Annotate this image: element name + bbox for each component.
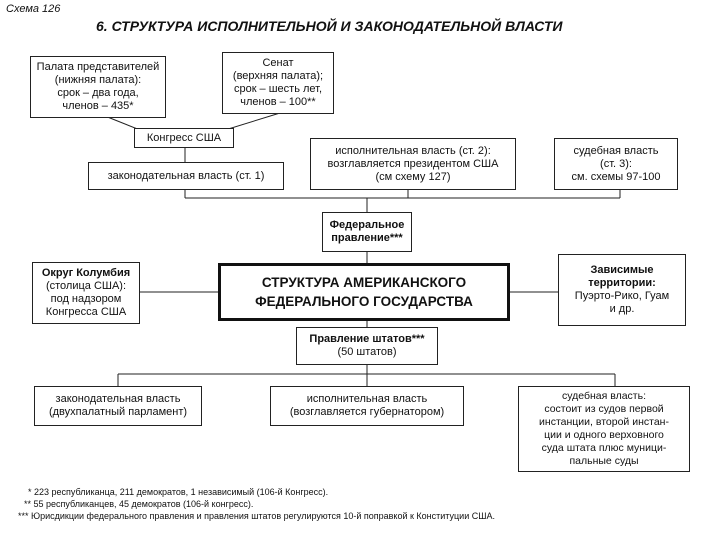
- state-judicial-line: инстанции, второй инстан-: [539, 416, 669, 428]
- house-line: членов – 435*: [62, 100, 134, 112]
- dc-line: (столица США):: [45, 280, 127, 292]
- main-title-line: СТРУКТУРА АМЕРИКАНСКОГО: [261, 275, 467, 290]
- territories-line: и др.: [609, 303, 635, 315]
- judicial-line: судебная власть: [573, 144, 659, 157]
- house-line: срок – два года,: [57, 87, 139, 99]
- footnote: * 223 республиканца, 211 демократов, 1 н…: [28, 487, 329, 497]
- main-title-box: СТРУКТУРА АМЕРИКАНСКОГО ФЕДЕРАЛЬНОГО ГОС…: [218, 263, 510, 321]
- state-gov-line: Правление штатов***: [309, 333, 425, 345]
- state-gov-line: (50 штатов): [337, 346, 397, 358]
- judicial-line: см. схемы 97-100: [571, 170, 661, 183]
- state-executive-line: исполнительная власть: [306, 393, 428, 405]
- state-government-box: Правление штатов*** (50 штатов): [296, 327, 438, 365]
- house-of-representatives-box: Палата представителей (нижняя палата): с…: [30, 56, 166, 118]
- territories-line: Зависимые: [590, 264, 654, 276]
- executive-power-box: исполнительная власть (ст. 2): возглавля…: [310, 138, 516, 190]
- territories-line: Пуэрто-Рико, Гуам: [574, 290, 670, 302]
- main-title-line: ФЕДЕРАЛЬНОГО ГОСУДАРСТВА: [255, 294, 473, 309]
- federal-gov-line: правление***: [331, 232, 403, 244]
- legislative-power-box: законодательная власть (ст. 1): [88, 162, 284, 190]
- senate-line: Сенат: [262, 57, 294, 69]
- dc-line: под надзором: [50, 293, 122, 305]
- scheme-label: Схема 126: [6, 3, 61, 15]
- house-line: (нижняя палата):: [54, 74, 142, 86]
- dependent-territories-box: Зависимые территории: Пуэрто-Рико, Гуам …: [558, 254, 686, 326]
- state-legislative-line: законодательная власть: [55, 393, 181, 405]
- senate-line: срок – шесть лет,: [233, 83, 323, 95]
- federal-gov-line: Федеральное: [329, 219, 405, 231]
- executive-line: (см схему 127): [375, 170, 451, 183]
- judicial-power-box: судебная власть (ст. 3): см. схемы 97-10…: [554, 138, 678, 190]
- dc-line: Округ Колумбия: [41, 267, 131, 279]
- page-title: 6. СТРУКТУРА ИСПОЛНИТЕЛЬНОЙ И ЗАКОНОДАТЕ…: [96, 18, 563, 34]
- congress-box: Конгресс США: [134, 128, 234, 148]
- state-judicial-line: суда штата плюс муници-: [541, 442, 667, 454]
- territories-line: территории:: [588, 277, 656, 289]
- dc-line: Конгресса США: [45, 306, 127, 318]
- state-legislative-line: (двухпалатный парламент): [48, 406, 188, 418]
- state-executive-line: (возглавляется губернатором): [289, 406, 445, 418]
- legislative-label: законодательная власть (ст. 1): [107, 169, 265, 182]
- senate-line: (верхняя палата);: [232, 70, 324, 82]
- state-executive-box: исполнительная власть (возглавляется губ…: [270, 386, 464, 426]
- senate-line: членов – 100**: [240, 96, 316, 108]
- judicial-line: (ст. 3):: [600, 157, 632, 170]
- state-judicial-box: судебная власть: состоит из судов первой…: [518, 386, 690, 472]
- state-judicial-line: состоит из судов первой: [544, 403, 664, 415]
- congress-label: Конгресс США: [146, 131, 222, 144]
- footnote: *** Юрисдикции федерального правления и …: [18, 511, 495, 521]
- footnote: ** 55 республиканцев, 45 демократов (106…: [24, 499, 254, 509]
- senate-box: Сенат (верхняя палата); срок – шесть лет…: [222, 52, 334, 114]
- footnotes: * 223 республиканца, 211 демократов, 1 н…: [18, 486, 495, 522]
- house-line: Палата представителей: [36, 61, 160, 73]
- state-legislative-box: законодательная власть (двухпалатный пар…: [34, 386, 202, 426]
- federal-government-box: Федеральное правление***: [322, 212, 412, 252]
- state-judicial-line: ции и одного верховного: [544, 429, 664, 441]
- state-judicial-line: судебная власть:: [561, 390, 646, 402]
- executive-line: исполнительная власть (ст. 2):: [335, 144, 491, 157]
- state-judicial-line: пальные суды: [569, 455, 639, 467]
- district-of-columbia-box: Округ Колумбия (столица США): под надзор…: [32, 262, 140, 324]
- executive-line: возглавляется президентом США: [327, 157, 499, 170]
